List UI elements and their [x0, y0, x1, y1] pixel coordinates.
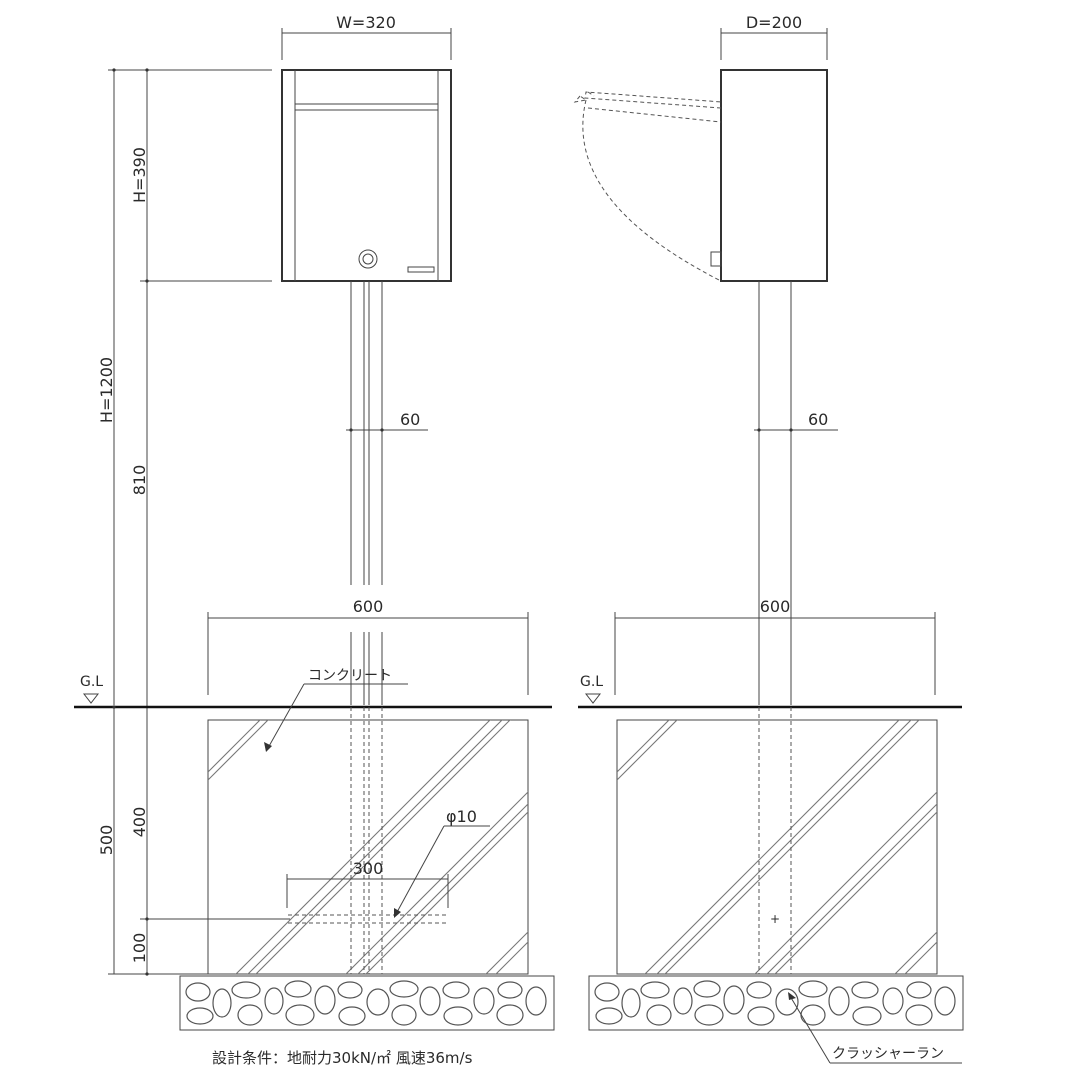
front-post — [350, 281, 383, 705]
depth-dimension: D=200 — [746, 13, 802, 32]
crusher-run-label: クラッシャーラン — [832, 1046, 944, 1062]
anchor-depth-dimension: 400 — [130, 807, 149, 838]
concrete-label: コンクリート — [308, 668, 392, 684]
front-foundation — [207, 707, 529, 975]
anchor-span-dimension: 300 — [353, 859, 384, 878]
ground-label-front: G.L — [80, 674, 103, 690]
ground-marker-icon — [82, 693, 100, 704]
base-height-dimension: 100 — [130, 933, 149, 964]
ground-marker-side-icon — [584, 693, 602, 704]
side-mailbox — [573, 69, 828, 282]
foundation-width-front-dimension: 600 — [353, 597, 384, 616]
anchor-cross-icon: + — [770, 912, 780, 926]
post-width-front-dimension: 60 — [400, 410, 420, 429]
width-dimension: W=320 — [336, 13, 396, 32]
rebar-label: φ10 — [446, 807, 477, 826]
total-height-dimension: H=1200 — [97, 357, 116, 423]
side-view: D=200 60 600 G.L — [573, 13, 964, 1064]
design-conditions-note: 設計条件：地耐力30kN/㎡ 風速36m/s — [212, 1049, 473, 1067]
post-height-dimension: 810 — [130, 465, 149, 496]
nameplate — [407, 266, 435, 273]
foundation-width-side-dimension: 600 — [760, 597, 791, 616]
front-crusher-run — [179, 975, 555, 1031]
ground-label-side: G.L — [580, 674, 603, 690]
post-width-side-dimension: 60 — [808, 410, 828, 429]
front-mailbox — [281, 69, 452, 282]
key-lock-icon — [358, 249, 378, 269]
front-view: W=320 H=390 H=1200 810 60 600 G.L — [74, 13, 555, 1031]
box-height-dimension: H=390 — [130, 147, 149, 203]
lock-knob-icon — [710, 251, 722, 267]
foundation-depth-dimension: 500 — [97, 825, 116, 856]
side-foundation: + — [616, 707, 938, 975]
side-crusher-run — [588, 975, 964, 1031]
